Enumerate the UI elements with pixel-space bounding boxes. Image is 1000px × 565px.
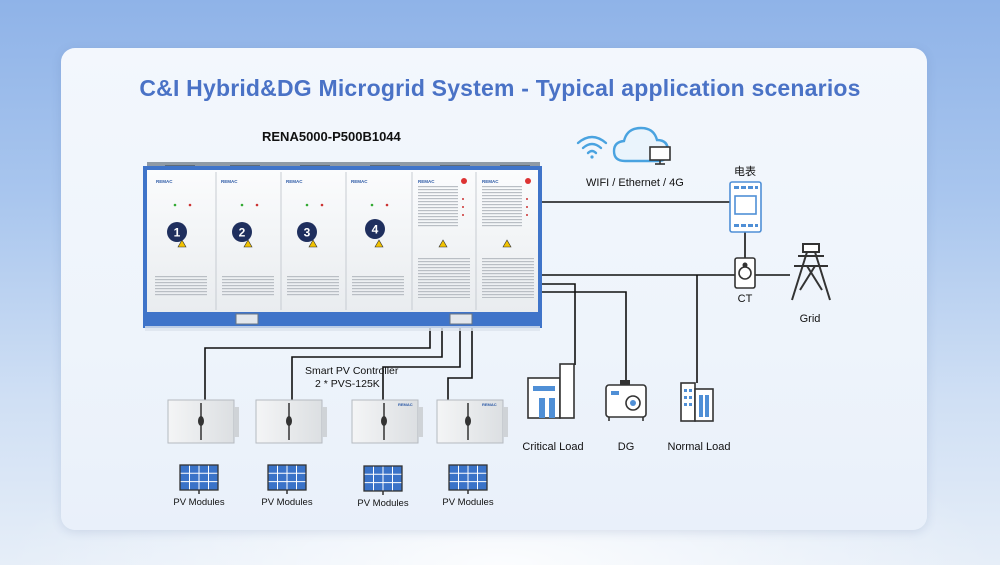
brand-label: REMAC	[156, 179, 173, 184]
pv-controller-label: Smart PV Controller	[305, 365, 399, 377]
unit-number: 3	[304, 226, 311, 240]
pv-module-label: PV Modules	[173, 497, 224, 508]
line-pv-1	[204, 327, 431, 400]
dg-icon	[605, 380, 647, 421]
critical-load-icon	[527, 363, 575, 419]
meter-label: 电表	[734, 164, 756, 178]
wifi-icon	[576, 135, 608, 159]
monitor-icon	[649, 146, 671, 165]
pv-controllers: REMAC REMAC	[167, 399, 508, 444]
dg-label: DG	[618, 441, 635, 453]
line-critical-load	[540, 283, 576, 365]
grid-label: Grid	[800, 313, 821, 325]
pv-module-icons	[179, 464, 488, 495]
page-title: C&I Hybrid&DG Microgrid System - Typical…	[139, 75, 861, 101]
pv-module-label: PV Modules	[261, 497, 312, 508]
unit-number: 4	[372, 223, 379, 237]
grid-tower-icon	[791, 243, 831, 301]
solar-panel-icon	[179, 464, 219, 494]
connection-lines	[204, 201, 790, 400]
comm-label: WIFI / Ethernet / 4G	[586, 177, 684, 189]
pcs-door-details	[418, 178, 534, 298]
pv-module-label: PV Modules	[442, 497, 493, 508]
cabinet-model-label: RENA5000-P500B1044	[262, 129, 402, 144]
normal-load-label: Normal Load	[668, 441, 731, 453]
svg-text:REMAC: REMAC	[398, 402, 413, 407]
warning-icons	[177, 239, 512, 248]
unit-number: 1	[174, 226, 181, 240]
line-pv-4	[447, 327, 473, 400]
normal-load-icon	[680, 382, 714, 422]
line-pv-2	[291, 327, 443, 400]
critical-load-label: Critical Load	[522, 441, 583, 453]
pv-module-label: PV Modules	[357, 498, 408, 509]
meter-icon	[729, 181, 762, 233]
pv-controller-4: REMAC	[436, 399, 508, 444]
brand-label: REMAC	[286, 179, 303, 184]
line-dg	[540, 291, 627, 383]
cabinet: REMAC REMAC REMAC REMAC REMAC REMAC	[143, 162, 542, 331]
ct-label: CT	[738, 293, 753, 305]
svg-text:REMAC: REMAC	[482, 402, 497, 407]
brand-label: REMAC	[221, 179, 238, 184]
solar-panel-icon	[363, 465, 403, 495]
pv-controller-3: REMAC	[351, 399, 423, 444]
solar-panel-icon	[448, 464, 488, 494]
unit-badges: 1 2 3 4	[167, 219, 385, 242]
pv-controller-2	[255, 399, 327, 444]
unit-number: 2	[239, 226, 246, 240]
ct-icon	[734, 257, 756, 289]
pv-controller-1	[167, 399, 239, 444]
solar-panel-icon	[267, 464, 307, 494]
line-pv-3	[382, 327, 461, 400]
pv-controller-model: 2 * PVS-125K	[315, 378, 380, 390]
brand-label: REMAC	[418, 179, 435, 184]
brand-label: REMAC	[482, 179, 499, 184]
brand-label: REMAC	[351, 179, 368, 184]
battery-door-details	[155, 203, 404, 297]
